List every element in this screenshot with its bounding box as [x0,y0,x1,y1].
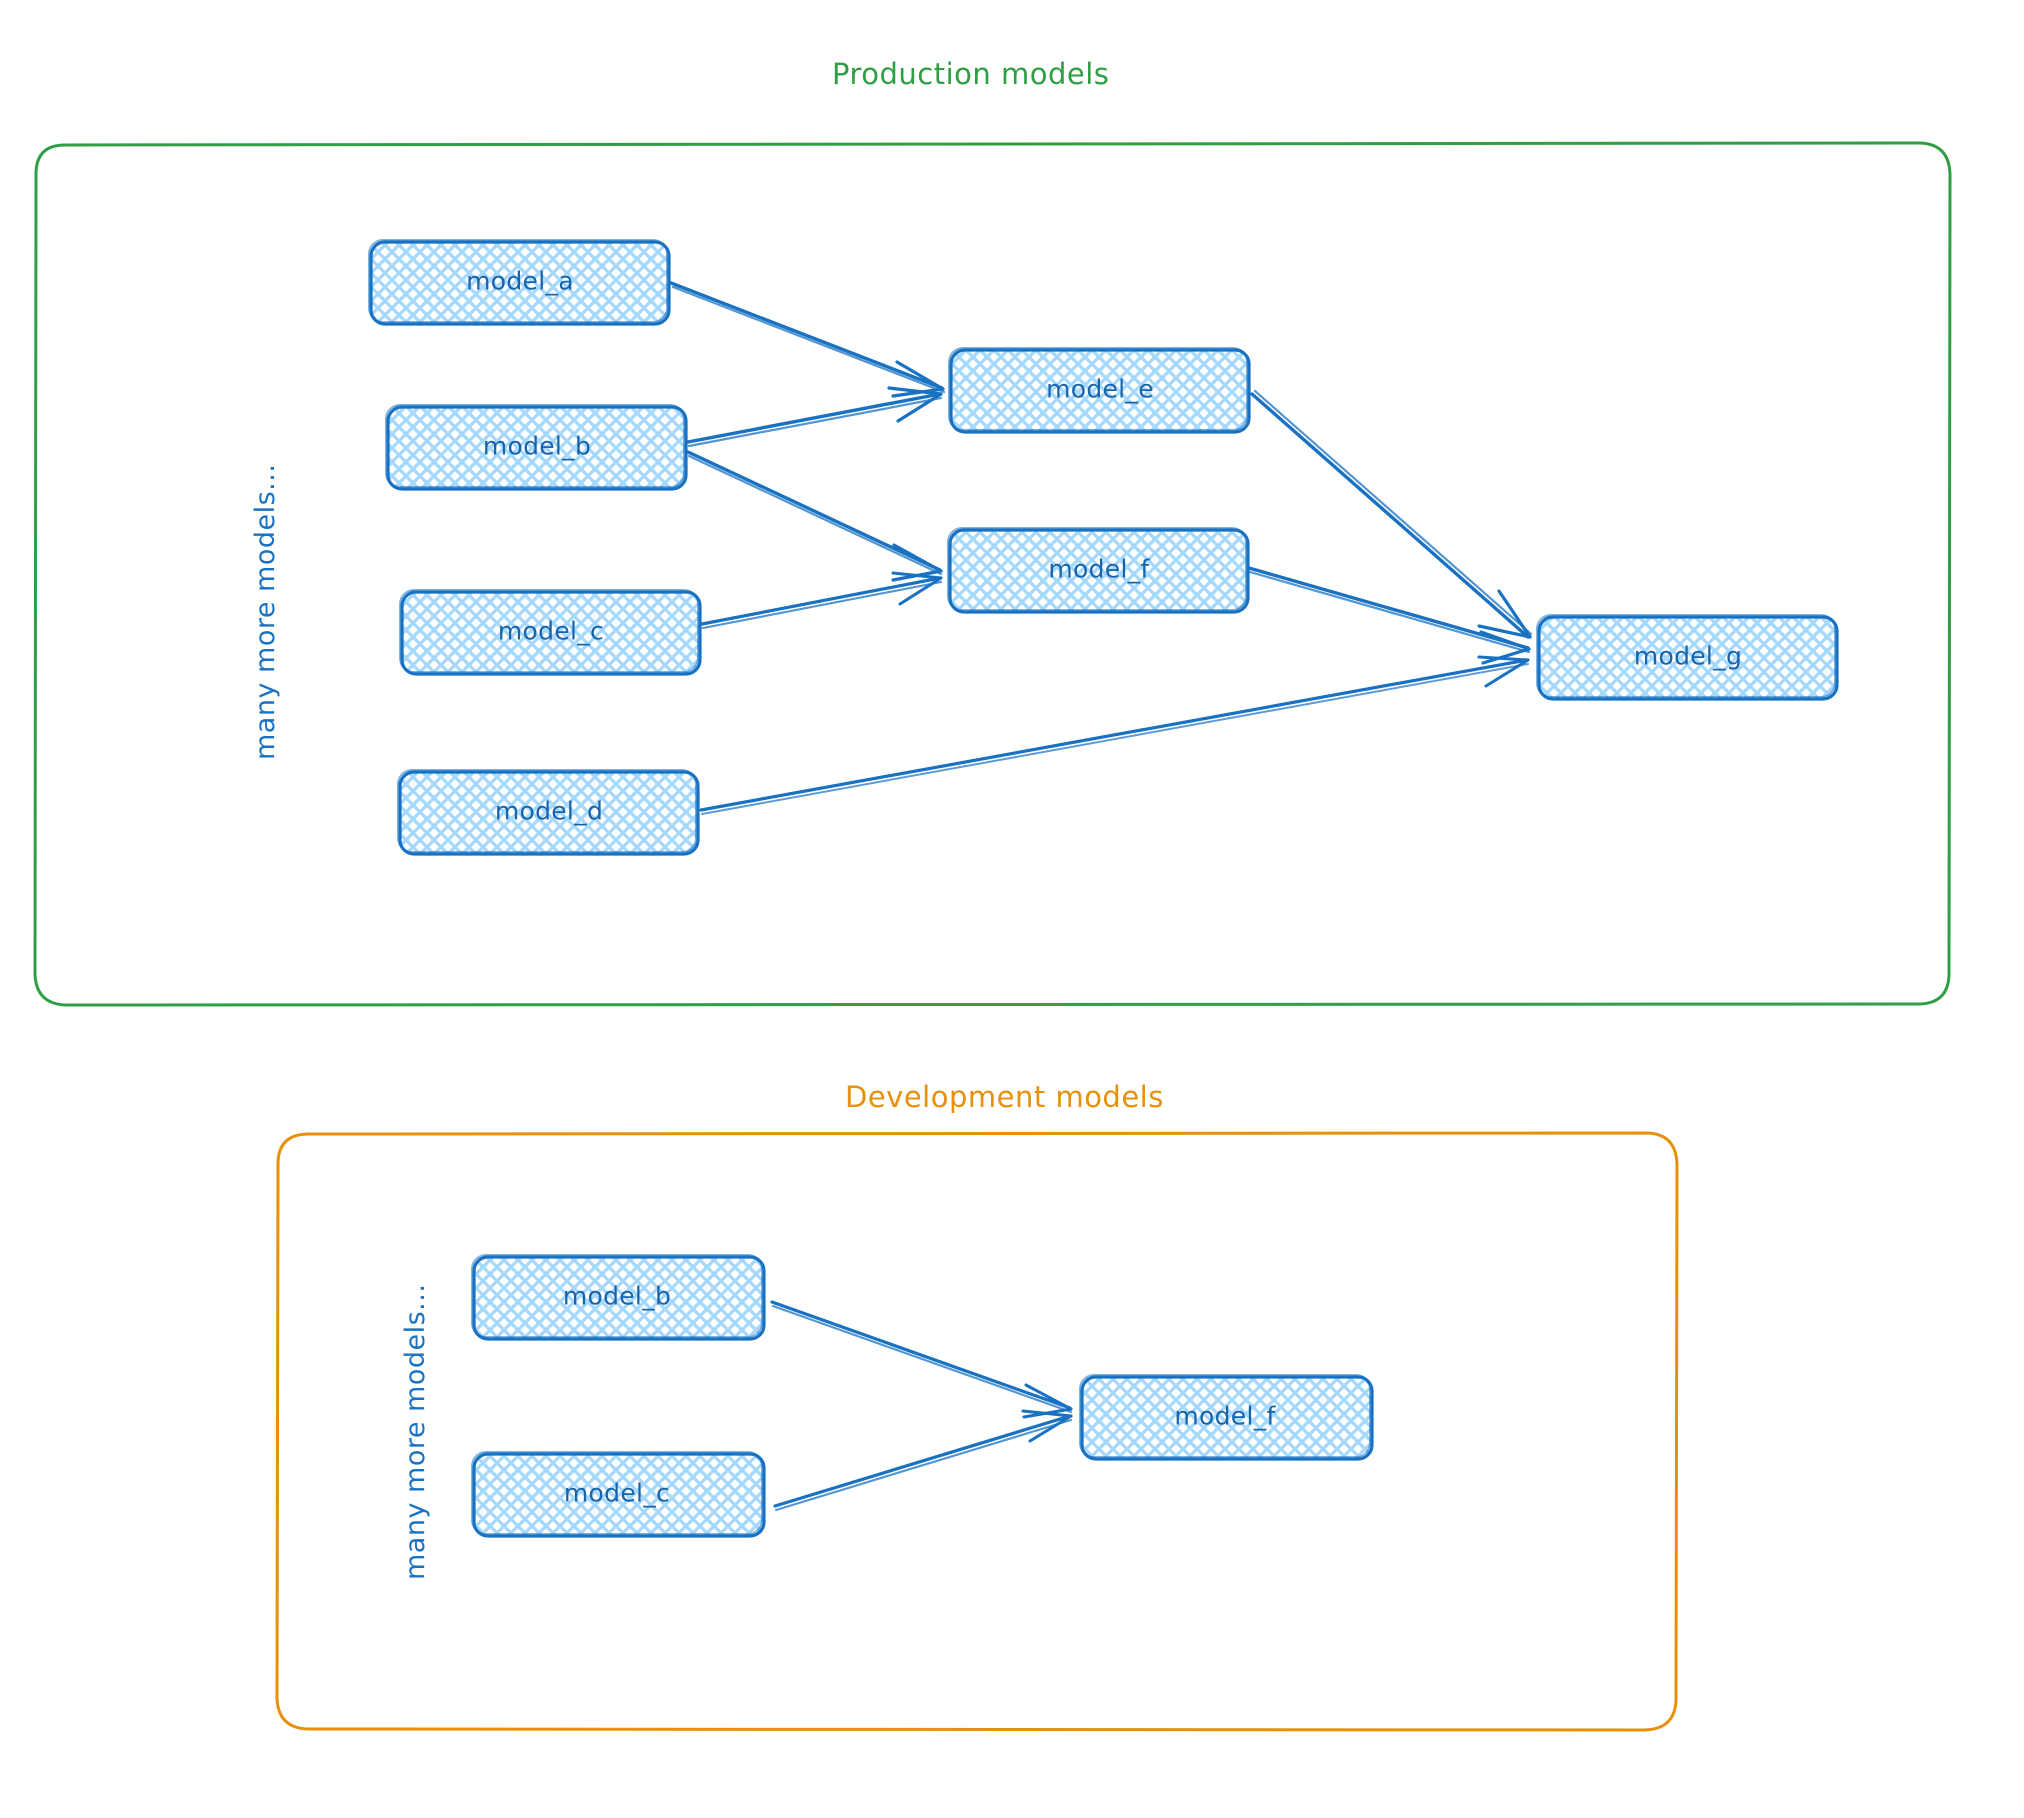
node-label-dev-model-f[interactable]: model_f [1174,1401,1276,1431]
production-many-more-models-note: many more models... [250,463,281,760]
node-label-prod-model-d[interactable]: model_d [494,796,604,826]
production-group-title: Production models [832,57,1110,91]
node-shape-dev-model-c[interactable] [471,1451,766,1538]
edge-dev-model-c-to-model-f [773,1409,1073,1512]
node-shape-prod-model-g[interactable] [1536,614,1839,701]
production-frame [33,141,1952,1007]
edge-model-e-to-model-g [1250,389,1533,639]
node-shape-prod-model-d[interactable] [397,769,700,856]
development-group-title: Development models [845,1080,1164,1114]
production-edges [669,281,1533,815]
node-shape-dev-model-b[interactable] [471,1254,766,1341]
edge-dev-model-b-to-model-f [770,1300,1073,1419]
node-label-dev-model-c[interactable]: model_c [563,1478,671,1508]
node-shape-prod-model-c[interactable] [399,589,702,676]
node-label-dev-model-b[interactable]: model_b [562,1281,672,1311]
node-shape-prod-model-b[interactable] [385,404,688,491]
edge-model-c-to-model-f [700,571,943,630]
edge-model-d-to-model-g [699,655,1530,815]
development-many-more-models-note: many more models... [400,1283,431,1580]
node-label-prod-model-c[interactable]: model_c [497,616,605,646]
node-label-prod-model-g[interactable]: model_g [1633,641,1743,671]
node-label-prod-model-a[interactable]: model_a [466,266,574,296]
edge-model-f-to-model-g [1247,566,1531,665]
edge-model-b-to-model-e [686,386,943,448]
node-shape-prod-model-e[interactable] [948,347,1251,434]
node-shape-prod-model-f[interactable] [947,527,1250,614]
node-label-prod-model-f[interactable]: model_f [1048,554,1150,584]
node-shape-prod-model-a[interactable] [368,239,671,326]
development-edges [770,1300,1073,1512]
edge-model-a-to-model-e [669,281,946,398]
node-shapes [368,239,1839,1538]
edge-model-b-to-model-f [686,450,943,582]
development-frame [275,1131,1679,1732]
node-shape-dev-model-f[interactable] [1079,1374,1374,1461]
node-label-prod-model-e[interactable]: model_e [1046,374,1154,404]
node-label-prod-model-b[interactable]: model_b [482,431,592,461]
